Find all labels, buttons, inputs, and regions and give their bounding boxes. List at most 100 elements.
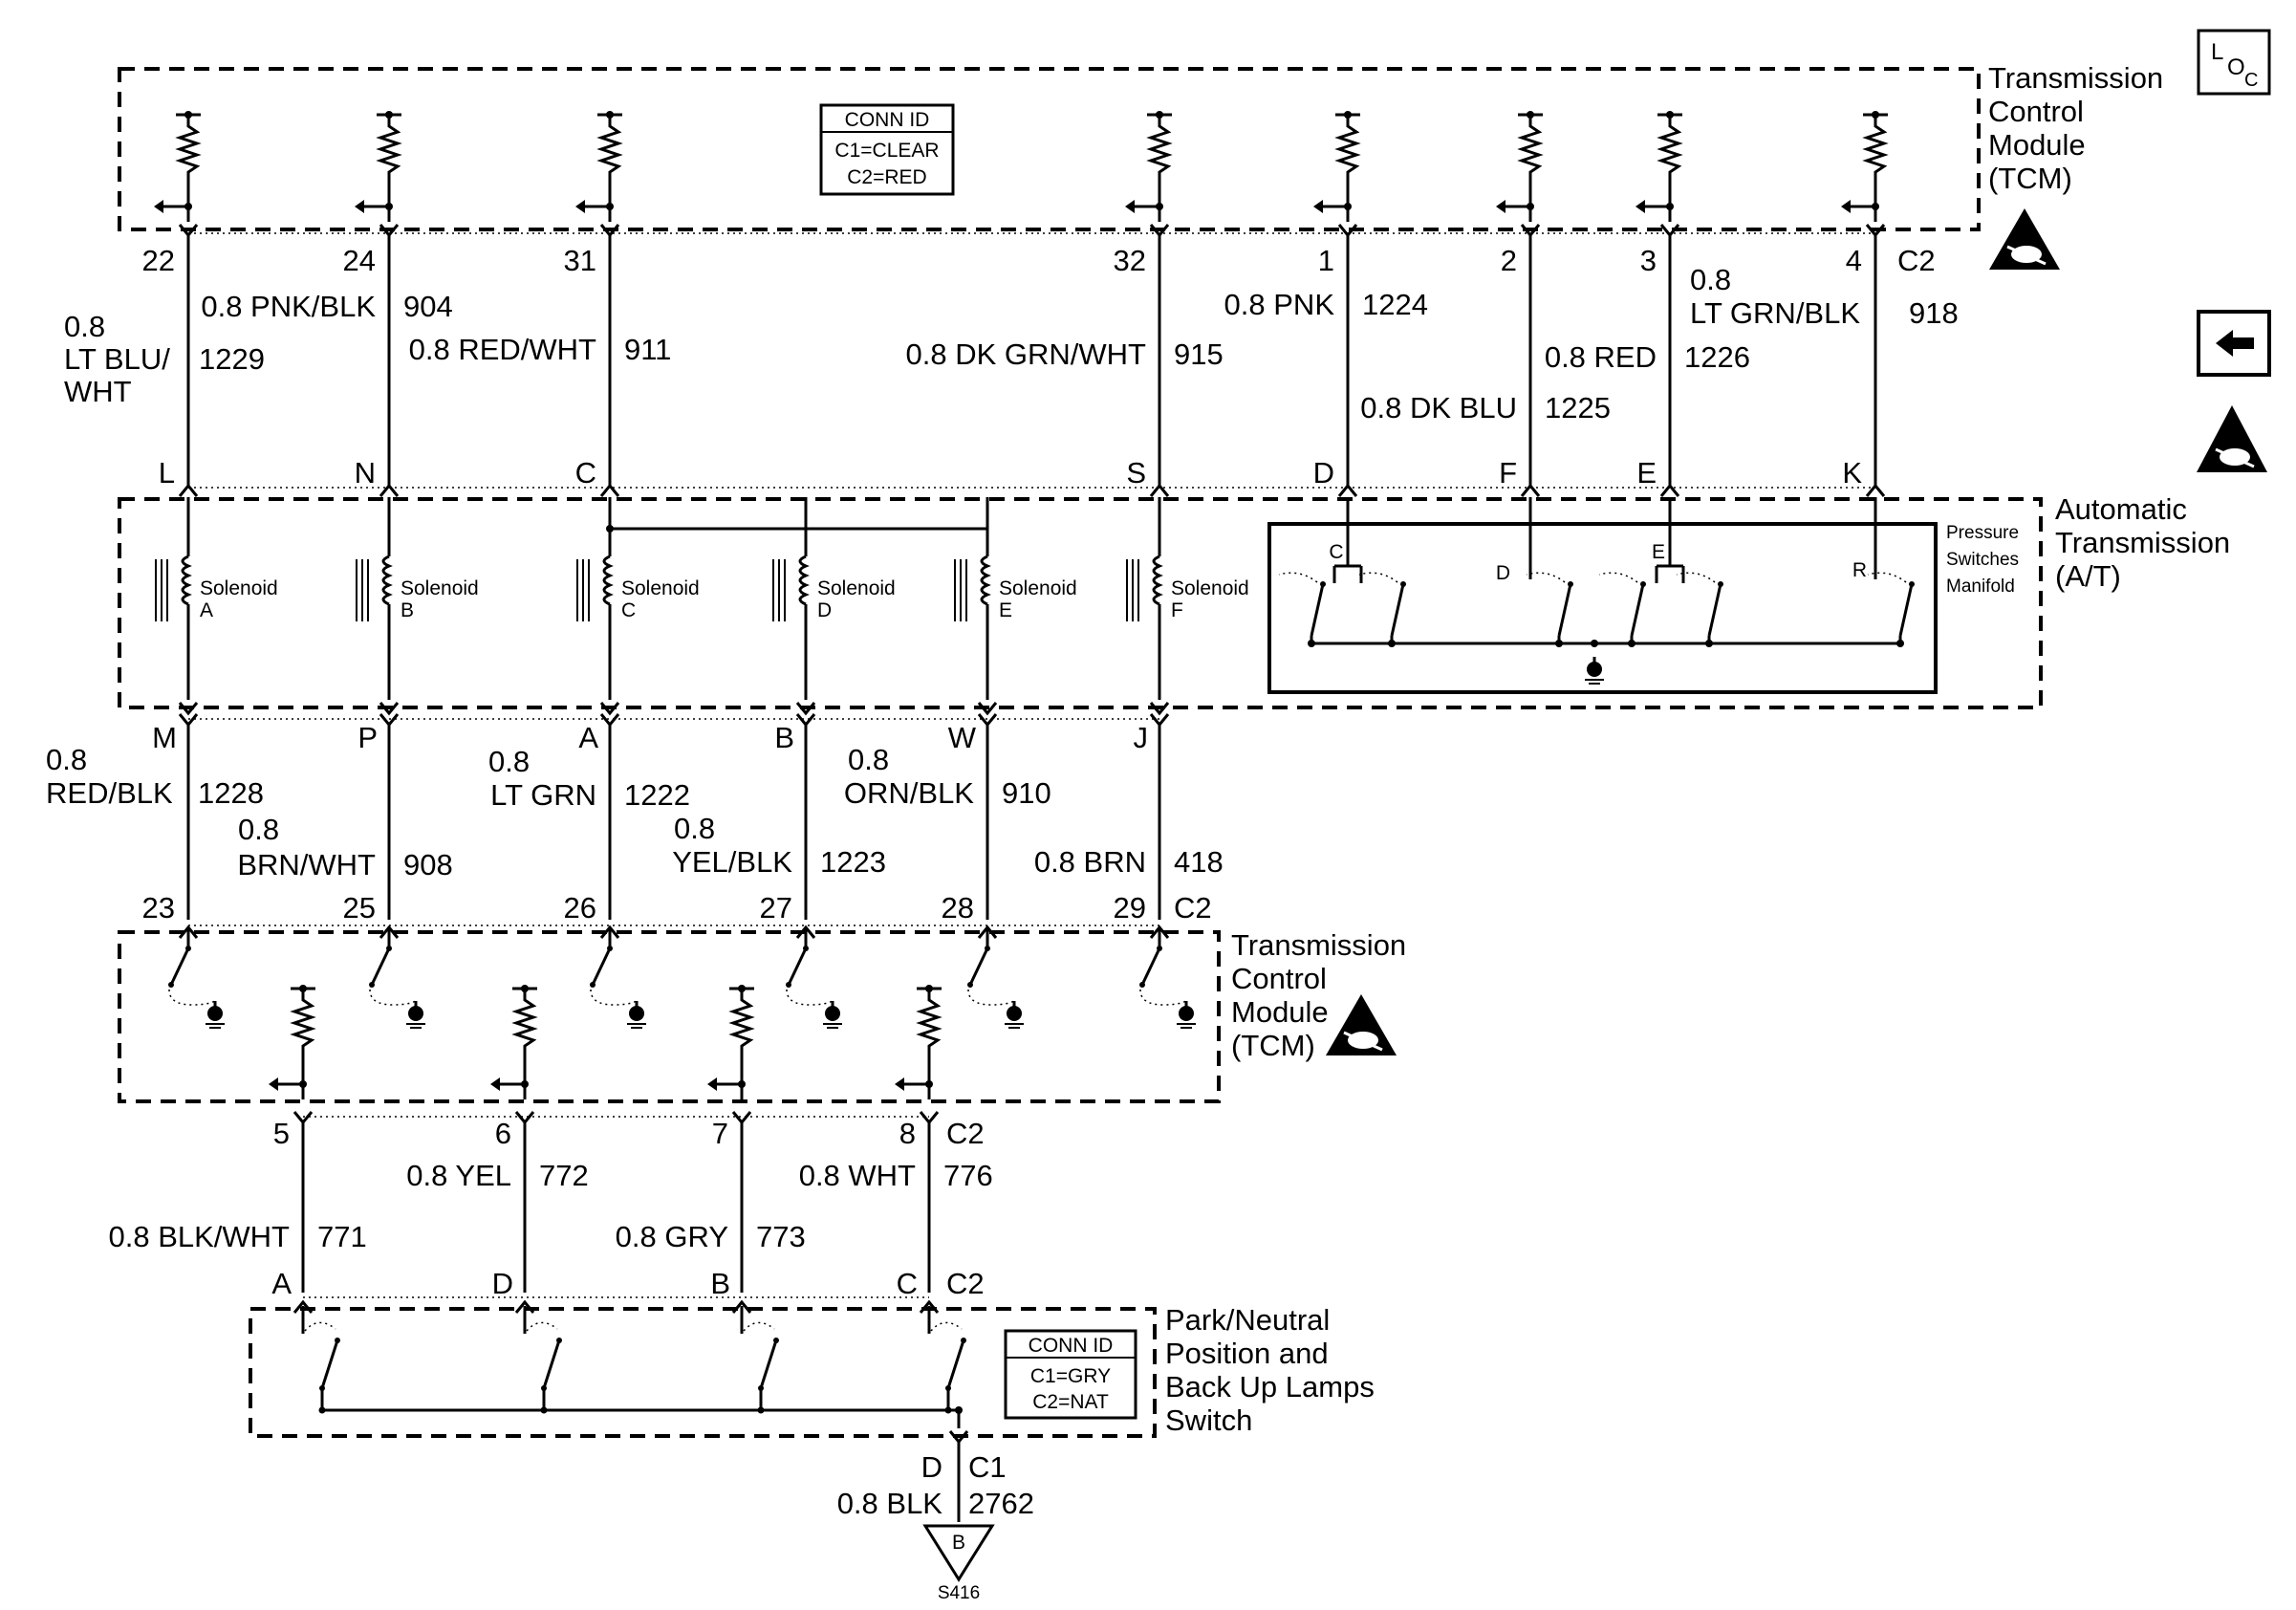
pin-label: 6 — [495, 1117, 511, 1150]
wire-circuit: 910 — [1002, 776, 1051, 810]
pin-label: 29 — [1114, 891, 1146, 925]
svg-text:Switch: Switch — [1165, 1403, 1252, 1437]
wire-color: 0.8 GRY — [616, 1220, 728, 1253]
svg-text:Control: Control — [1988, 95, 2084, 128]
wire-circuit: 418 — [1174, 845, 1224, 879]
junction-dot — [1640, 581, 1646, 587]
switch-dash — [369, 989, 417, 1006]
pullup-resistor — [1657, 115, 1683, 222]
pin-label: 8 — [899, 1117, 916, 1150]
wire-circuit: 2762 — [968, 1487, 1034, 1520]
wire-color: YEL/BLK — [672, 845, 792, 879]
pullup-resistor — [1334, 115, 1361, 222]
switch-blade — [591, 947, 612, 986]
pnp-switch-blade — [946, 1339, 965, 1389]
park-neutral-switch-box — [249, 1307, 1157, 1438]
junction-dot — [1320, 581, 1326, 587]
junction-dot — [369, 982, 375, 988]
splice-id: S416 — [938, 1583, 980, 1603]
terminal-label: C — [897, 1267, 918, 1300]
esd-warning-icon-tcm-top — [1989, 208, 2060, 270]
pin-label: 24 — [343, 244, 376, 277]
switch-dash — [1278, 572, 1318, 583]
switch-terminal — [292, 1299, 314, 1314]
junction-dot — [786, 982, 791, 988]
svg-text:Automatic: Automatic — [2055, 492, 2187, 526]
solenoid-id: B — [401, 599, 414, 621]
switch-dash — [1526, 572, 1566, 583]
svg-text:Module: Module — [1231, 995, 1329, 1029]
switch-dash — [526, 1321, 558, 1332]
arrow-icon — [269, 1077, 278, 1091]
arrow-icon — [1313, 200, 1323, 213]
switch-dash — [786, 989, 834, 1006]
tcm-mid-terminal — [1149, 925, 1170, 939]
terminal-label: A — [578, 721, 598, 754]
park-neutral-switch-title: Park/Neutral Position and Back Up Lamps … — [1165, 1303, 1375, 1437]
wire-color: 0.8 DK GRN/WHT — [906, 337, 1147, 371]
junction-dot — [944, 1406, 952, 1414]
wire-size: 0.8 — [674, 812, 715, 845]
pin-label: 28 — [942, 891, 974, 925]
wire-circuit: 911 — [624, 333, 671, 366]
terminal-label: S — [1126, 456, 1146, 490]
pressure-switch-blade — [1557, 583, 1572, 637]
terminal-label: N — [355, 456, 376, 490]
arrow-icon — [575, 200, 585, 213]
svg-text:Manifold: Manifold — [1946, 577, 2015, 597]
svg-text:(A/T): (A/T) — [2055, 559, 2121, 593]
connector-label: C2 — [946, 1117, 985, 1150]
pnp-switch-blade — [759, 1339, 778, 1389]
pin-label: 3 — [1640, 244, 1657, 277]
wire-circuit: 1226 — [1684, 340, 1750, 374]
pressure-switch-blade — [1898, 583, 1914, 637]
pressure-switch-blade — [1630, 583, 1645, 637]
junction-dot — [1139, 982, 1145, 988]
esd-warning-icon-tcm-mid — [1326, 994, 1397, 1055]
junction-dot — [1568, 581, 1573, 587]
junction-dot — [1400, 581, 1406, 587]
solenoid-label: Solenoid — [817, 577, 896, 599]
wire-color: 0.8 WHT — [799, 1159, 916, 1192]
solenoid-label: Solenoid — [200, 577, 278, 599]
svg-text:Transmission: Transmission — [1988, 61, 2163, 95]
at-terminal — [977, 702, 998, 716]
automatic-transmission-box — [118, 497, 2043, 709]
wire-color: 0.8 RED/WHT — [409, 333, 596, 366]
pin-label: 5 — [273, 1117, 290, 1150]
tcm-mid-terminal — [977, 925, 998, 939]
splice-triangle — [922, 1524, 995, 1582]
ground-icon — [629, 1006, 644, 1021]
solenoid-label: Solenoid — [401, 577, 479, 599]
arrow-icon — [1841, 200, 1851, 213]
terminal-label: K — [1842, 456, 1862, 490]
solenoid-id: D — [817, 599, 832, 621]
solenoid-coil — [181, 555, 192, 606]
junction-dot — [1718, 581, 1723, 587]
back-arrow-icon[interactable] — [2197, 310, 2271, 377]
pressure-switch-blade — [1390, 583, 1405, 637]
switch-dash — [1358, 572, 1398, 583]
tcm-mid-box — [118, 930, 1221, 1103]
pnp-switch-blade — [542, 1339, 561, 1389]
terminal-label: D — [921, 1450, 942, 1484]
pin-label: 22 — [142, 244, 175, 277]
solenoid-coil — [381, 555, 393, 606]
wire-circuit: 772 — [539, 1159, 589, 1192]
wire-size: 0.8 — [488, 745, 530, 778]
connector-label: C2 — [1174, 891, 1212, 925]
pin-label: 7 — [712, 1117, 728, 1150]
wires-layer — [154, 111, 1915, 1582]
wire-color: 0.8 RED — [1545, 340, 1657, 374]
wire-color: 0.8 PNK/BLK — [201, 290, 376, 323]
wire-circuit: 904 — [403, 290, 453, 323]
wire-color: RED/BLK — [46, 776, 173, 810]
junction-dot — [1591, 640, 1598, 647]
wire-circuit: 915 — [1174, 337, 1224, 371]
switch-blade — [370, 947, 391, 986]
svg-text:Back Up Lamps: Back Up Lamps — [1165, 1370, 1375, 1403]
wire-circuit: 771 — [317, 1220, 367, 1253]
solenoid-id: F — [1171, 599, 1183, 621]
switch-blade — [169, 947, 190, 986]
